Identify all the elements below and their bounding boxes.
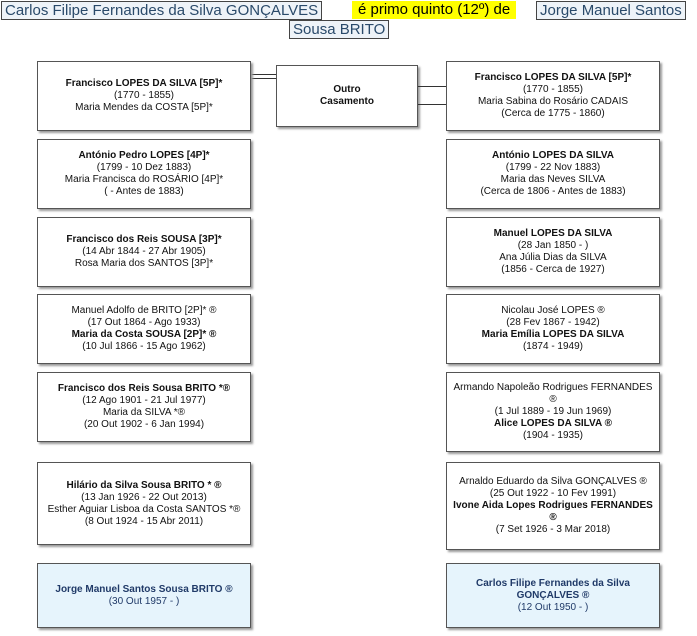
right-gen-2[interactable]: António LOPES DA SILVA(1799 - 22 Nov 188… [446,139,660,209]
person-detail: (8 Out 1924 - 15 Abr 2011) [84,515,204,527]
other-marriage-line2: Casamento [320,96,374,107]
left-gen-2[interactable]: António Pedro LOPES [4P]*(1799 - 10 Dez … [37,139,251,209]
person-detail: (28 Jan 1850 - ) [517,240,589,251]
person-name-primary: Maria da Costa SOUSA [2P]* ® [71,329,217,340]
person-detail: Nicolau José LOPES ® [501,305,605,316]
right-gen-4[interactable]: Nicolau José LOPES ®(28 Fev 1867 - 1942)… [446,294,660,364]
box-content: Manuel Adolfo de BRITO [2P]* ®(17 Out 18… [43,305,245,353]
person-detail: (1874 - 1949) [522,341,584,352]
person-detail: (1856 - Cerca de 1927) [501,264,605,275]
person-detail: Ana Júlia Dias da SILVA [499,252,607,263]
box-content: Manuel LOPES DA SILVA(28 Jan 1850 - )Ana… [452,228,654,276]
person-name-primary: Alice LOPES DA SILVA ® [494,418,612,429]
person-detail: (17 Out 1864 - Ago 1933) [87,317,201,328]
person-name-primary: António Pedro LOPES [4P]* [78,150,210,161]
person-detail: (10 Jul 1866 - 15 Ago 1962) [82,341,206,352]
person-detail: (1904 - 1935) [522,430,584,441]
person-detail: (1770 - 1855) [522,84,584,95]
person-detail: Armando Napoleão Rodrigues FERNANDES ® [453,382,653,405]
person-detail: (28 Fev 1867 - 1942) [506,317,600,328]
person-detail: Maria Sabina do Rosário CADAIS [477,96,629,107]
person-detail: Manuel Adolfo de BRITO [2P]* ® [71,305,217,316]
person-detail: (1770 - 1855) [113,90,175,101]
box-content: Francisco LOPES DA SILVA [5P]*(1770 - 18… [452,72,654,120]
right-gen-5[interactable]: Armando Napoleão Rodrigues FERNANDES ®(1… [446,372,660,452]
box-content: Francisco dos Reis Sousa BRITO *®(12 Ago… [43,383,245,431]
person-detail: (30 Out 1957 - ) [108,595,180,607]
left-gen-3[interactable]: Francisco dos Reis SOUSA [3P]*(14 Abr 18… [37,217,251,287]
person-detail: (7 Set 1926 - 3 Mar 2018) [495,524,611,535]
box-content: Carlos Filipe Fernandes da Silva GONÇALV… [452,578,654,614]
person-detail: Esther Aguiar Lisboa da Costa SANTOS *® [47,503,241,515]
person-name-primary: Ivone Aida Lopes Rodrigues FERNANDES ® [453,500,653,523]
person-detail: Maria Francisca do ROSÁRIO [4P]* [64,174,224,185]
left-gen-5[interactable]: Francisco dos Reis Sousa BRITO *®(12 Ago… [37,372,251,442]
person-detail: Maria das Neves SILVA [500,174,606,185]
person-detail: Rosa Maria dos SANTOS [3P]* [74,258,214,269]
person-detail: Maria Mendes da COSTA [5P]* [75,102,213,113]
person-detail: (1799 - 22 Nov 1883) [505,162,601,173]
person-name-primary: Hilário da Silva Sousa BRITO * ® [66,479,222,491]
person-detail: (12 Out 1950 - ) [517,601,589,613]
header-person-b-line1[interactable]: Jorge Manuel Santos [536,1,686,20]
person-name-primary: Francisco LOPES DA SILVA [5P]* [474,72,632,83]
person-detail: (1 Jul 1889 - 19 Jun 1969) [494,406,612,417]
left-gen-7[interactable]: Jorge Manuel Santos Sousa BRITO ®(30 Out… [37,563,251,628]
connector-line [251,78,276,79]
person-name-primary: António LOPES DA SILVA [491,150,615,161]
right-gen-3[interactable]: Manuel LOPES DA SILVA(28 Jan 1850 - )Ana… [446,217,660,287]
person-name-primary: Francisco dos Reis Sousa BRITO *® [57,383,231,394]
person-name-primary: Jorge Manuel Santos Sousa BRITO ® [55,583,233,595]
connector-line [251,74,276,75]
person-name-primary: Francisco LOPES DA SILVA [5P]* [65,78,223,89]
box-content: Jorge Manuel Santos Sousa BRITO ®(30 Out… [43,584,245,608]
connector-line [418,104,464,105]
left-gen-6[interactable]: Hilário da Silva Sousa BRITO * ®(13 Jan … [37,462,251,545]
right-gen-7[interactable]: Carlos Filipe Fernandes da Silva GONÇALV… [446,563,660,628]
person-detail: Maria da SILVA *® [102,407,186,418]
connector-line [418,86,446,87]
person-detail: Arnaldo Eduardo da Silva GONÇALVES ® [459,476,647,487]
box-content: António Pedro LOPES [4P]*(1799 - 10 Dez … [43,150,245,198]
person-detail: (20 Out 1902 - 6 Jan 1994) [83,419,205,430]
left-gen-1[interactable]: Francisco LOPES DA SILVA [5P]*(1770 - 18… [37,61,251,131]
right-gen-6[interactable]: Arnaldo Eduardo da Silva GONÇALVES ®(25 … [446,462,660,550]
person-detail: (25 Out 1922 - 10 Fev 1991) [489,488,617,499]
header-person-b-line2[interactable]: Sousa BRITO [289,20,390,39]
box-content: Francisco LOPES DA SILVA [5P]*(1770 - 18… [43,78,245,114]
box-content: Arnaldo Eduardo da Silva GONÇALVES ®(25 … [452,476,654,536]
person-detail: (14 Abr 1844 - 27 Abr 1905) [82,246,206,257]
other-marriage-box: Outro Casamento [276,65,418,127]
person-detail: (13 Jan 1926 - 22 Out 2013) [81,491,207,503]
person-detail: (1799 - 10 Dez 1883) [96,162,192,173]
box-content: Armando Napoleão Rodrigues FERNANDES ®(1… [452,382,654,442]
person-detail: (Cerca de 1775 - 1860) [501,108,605,119]
other-marriage-line1: Outro [333,84,361,95]
right-gen-1[interactable]: Francisco LOPES DA SILVA [5P]*(1770 - 18… [446,61,660,131]
box-content: Francisco dos Reis SOUSA [3P]*(14 Abr 18… [43,234,245,270]
person-name-primary: Manuel LOPES DA SILVA [493,228,613,239]
header-person-a[interactable]: Carlos Filipe Fernandes da Silva GONÇALV… [1,1,323,20]
person-name-primary: Carlos Filipe Fernandes da Silva GONÇALV… [476,577,630,601]
person-name-primary: Maria Emília LOPES DA SILVA [481,329,625,340]
person-detail: (12 Ago 1901 - 21 Jul 1977) [82,395,206,406]
person-name-primary: Francisco dos Reis SOUSA [3P]* [66,234,222,245]
left-gen-4[interactable]: Manuel Adolfo de BRITO [2P]* ®(17 Out 18… [37,294,251,364]
header-relation: é primo quinto (12º) de [352,1,517,19]
person-detail: (Cerca de 1806 - Antes de 1883) [480,186,626,197]
person-detail: ( - Antes de 1883) [104,186,184,197]
box-content: Nicolau José LOPES ®(28 Fev 1867 - 1942)… [452,305,654,353]
box-content: Hilário da Silva Sousa BRITO * ®(13 Jan … [43,480,245,528]
box-content: António LOPES DA SILVA(1799 - 22 Nov 188… [452,150,654,198]
